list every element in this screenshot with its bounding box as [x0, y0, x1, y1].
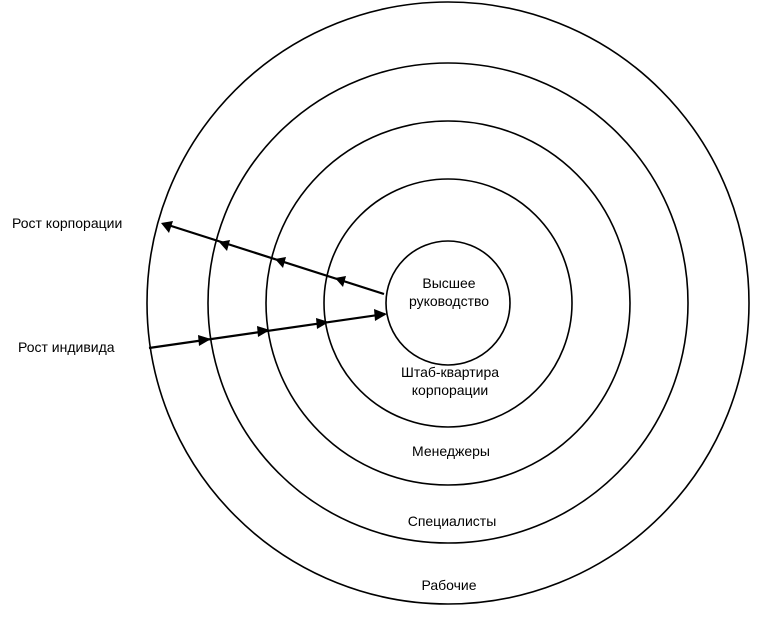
label-managers: Менеджеры	[412, 443, 490, 459]
ring-top-management	[385, 240, 511, 366]
label-individual-growth: Рост индивида	[18, 339, 115, 355]
individual-growth-arrowhead-3	[316, 318, 329, 329]
individual-growth-arrowhead-4	[374, 309, 387, 321]
corporation-growth-arrowhead-1	[335, 276, 346, 287]
label-specialists: Специалисты	[408, 513, 497, 529]
individual-growth-arrowhead-1	[198, 335, 211, 346]
ring-workers	[146, 1, 750, 605]
label-headquarters-line2: корпорации	[412, 382, 488, 398]
ring-managers	[265, 120, 631, 486]
corporation-growth-arrowhead-4	[161, 221, 173, 233]
label-top-management-line1: Высшее	[422, 275, 475, 291]
individual-growth-arrowhead-2	[257, 326, 270, 337]
label-top-management-line2: руководство	[409, 293, 489, 309]
ring-headquarters	[323, 178, 573, 428]
corporation-growth-arrow-line	[164, 222, 385, 296]
label-workers: Рабочие	[421, 577, 476, 593]
label-corporation-growth: Рост корпорации	[12, 215, 122, 231]
ring-specialists	[207, 62, 689, 544]
corporation-growth-arrowhead-2	[275, 257, 286, 268]
label-headquarters-line1: Штаб-квартира	[401, 364, 499, 380]
corporation-growth-arrowhead-3	[219, 240, 230, 251]
